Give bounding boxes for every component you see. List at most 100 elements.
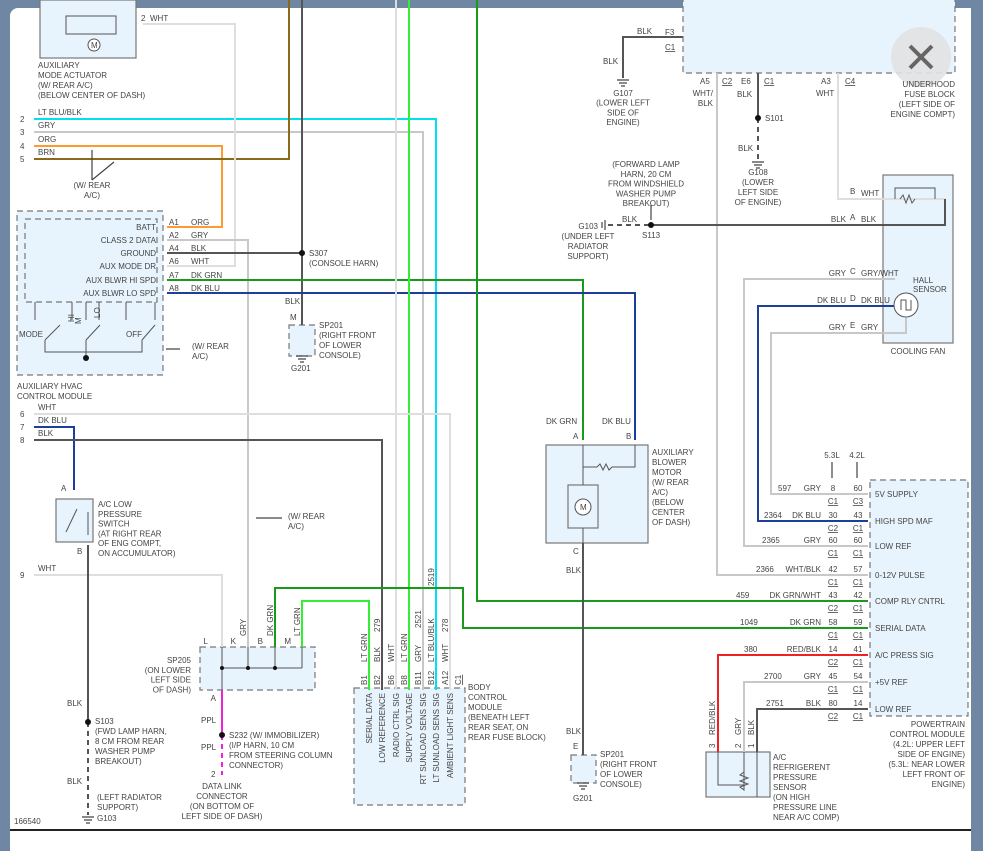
label-pcm-rows-5-wire: DK GRN (790, 618, 821, 627)
label-aux-hvac-terminals-0-label: BATT (136, 223, 156, 232)
label-left-harness-wires-3: BRN (38, 148, 55, 157)
label-s232-desc-3: CONNECTOR) (229, 761, 283, 770)
label-pcm-rows-0-conn-42: C3 (853, 497, 864, 506)
label-cooling-fan-hall-1: SENSOR (913, 285, 947, 294)
ground-icon (601, 220, 606, 230)
label-aux-blower-title-4: A/C) (652, 488, 668, 497)
label-ac-low-switch-title-3: (AT RIGHT REAR (98, 529, 162, 538)
label-bcm-circuits-4-circuit: 2521 (414, 610, 423, 628)
label-left-harness-pins-7: 9 (20, 571, 25, 580)
label-pcm-rows-1-label: HIGH SPD MAF (875, 517, 933, 526)
label-pcm-rows-3-pin-42: 57 (854, 565, 863, 574)
label-cooling-fan-pins-2-wire-out: GRY/WHT (861, 269, 899, 278)
label-cooling-fan-pins-1-wire-out: BLK (861, 215, 877, 224)
label-bcm-title-4: REAR SEAT, ON (468, 723, 529, 732)
label-underhood-a5-wire-0: WHT/ (693, 89, 714, 98)
label-aux-hvac-terminals-0-wire: ORG (191, 218, 209, 227)
label-aux-blower-title-1: BLOWER (652, 458, 687, 467)
label-ac-sensor-title-5: PRESSURE LINE (773, 803, 837, 812)
label-aux-hvac-switch-hi: HI (67, 314, 76, 322)
label-pcm-rows-4-conn-42: C1 (853, 604, 864, 613)
label-left-harness-wires-0: LT BLU/BLK (38, 108, 82, 117)
label-g108-3: OF ENGINE) (735, 198, 782, 207)
label-pcm-rows-6-circuit: 380 (744, 645, 758, 654)
label-underhood-title-2: (LEFT SIDE OF (899, 100, 955, 109)
label-left-harness-wires-4: WHT (38, 403, 56, 412)
label-sp205-pins-1: K (231, 637, 237, 646)
label-aux-hvac-title-0: AUXILIARY HVAC (17, 382, 83, 391)
label-aux-blower-pin-b: B (626, 432, 631, 441)
label-aux-mode-actuator-title-2: (W/ REAR A/C) (38, 81, 93, 90)
close-button[interactable] (891, 27, 951, 87)
label-pcm-rows-2-label: LOW REF (875, 542, 912, 551)
label-bcm-circuits-5-circuit: 2519 (427, 568, 436, 586)
label-ac-sensor-title-0: A/C (773, 753, 787, 762)
label-aux-hvac-switch-off: OFF (126, 330, 142, 339)
label-s103-ground-desc-1: SUPPORT) (97, 803, 139, 812)
label-pcm-rows-1-circuit: 2364 (764, 511, 782, 520)
label-aux-mode-actuator-motor: M (91, 41, 98, 50)
label-aux-blower-wire-c: BLK (566, 566, 582, 575)
label-aux-blower-title-6: CENTER (652, 508, 685, 517)
close-icon[interactable] (908, 44, 934, 70)
label-underhood-e6-wire: BLK (737, 90, 753, 99)
label-aux-hvac-terminals-4-wire: DK GRN (191, 271, 222, 280)
label-sp201-upper-title-3: CONSOLE) (319, 351, 361, 360)
label-aux-hvac-terminals-2-pin: A4 (169, 244, 179, 253)
label-left-harness-wires-2: ORG (38, 135, 56, 144)
label-sp205-wires-2: LT GRN (293, 607, 302, 636)
label-sp201-upper-ground: G201 (291, 364, 311, 373)
bcm-box (353, 687, 466, 806)
label-pcm-rows-8-conn-42: C1 (853, 712, 864, 721)
label-bcm-circuits-5-label: LT SUNLOAD SENS SIG (432, 693, 441, 783)
wire-wht-a3 (837, 73, 945, 200)
label-aux-hvac-terminals-2-label: GROUND (120, 249, 156, 258)
label-aux-hvac-terminals-3-wire: WHT (191, 257, 209, 266)
label-aux-blower-wire-a: DK GRN (546, 417, 577, 426)
ground-icon (752, 161, 764, 169)
label-sp205-title-2: LEFT SIDE (151, 676, 191, 685)
label-cooling-fan-pins-4-pin: E (850, 321, 855, 330)
label-pcm-rows-0-wire: GRY (804, 484, 822, 493)
label-aux-mode-actuator-title-1: MODE ACTUATOR (38, 71, 107, 80)
label-s101-id: S101 (765, 114, 784, 123)
label-pcm-rows-0-pin-53: 8 (831, 484, 836, 493)
label-pcm-rows-5-conn-42: C1 (853, 631, 864, 640)
label-bcm-circuits-1-label: LOW REFERENCE (378, 693, 387, 763)
label-aux-mode-actuator-title-0: AUXILIARY (38, 61, 80, 70)
label-s307-desc: (CONSOLE HARN) (309, 259, 379, 268)
label-pcm-title-3: SIDE OF ENGINE) (897, 750, 965, 759)
label-pcm-rows-5-pin-42: 59 (854, 618, 863, 627)
label-s103-desc-3: BREAKOUT) (95, 757, 142, 766)
label-aux-hvac-note-1: A/C) (192, 352, 208, 361)
label-s113-id: S113 (642, 231, 661, 240)
label-ac-sensor-pins-1: 2 (734, 743, 743, 748)
label-pcm-rows-7-pin-42: 54 (854, 672, 863, 681)
label-ac-low-switch-pin-a: A (61, 484, 67, 493)
label-bcm-circuits-4-pin: B11 (414, 671, 423, 685)
ground-icon (617, 79, 629, 87)
label-ac-sensor-pins-2: 1 (747, 743, 756, 748)
label-underhood-a5-wire-1: BLK (698, 99, 714, 108)
label-cooling-fan-pins-2-wire-in: GRY (829, 269, 847, 278)
label-pcm-rows-7-wire: GRY (804, 672, 822, 681)
label-bcm-circuits-3-wire: LT GRN (400, 633, 409, 662)
cooling-fan-box (882, 174, 954, 344)
label-underhood-title-0: UNDERHOOD (903, 80, 956, 89)
label-s113-desc-3: WASHER PUMP (616, 189, 676, 198)
label-pcm-rows-8-label: LOW REF (875, 705, 912, 714)
label-ac-low-switch-title-0: A/C LOW (98, 500, 132, 509)
label-bcm-circuits-6-wire: WHT (441, 644, 450, 662)
label-pcm-rows-5-conn-53: C1 (828, 631, 839, 640)
label-bcm-connector: C1 (454, 674, 463, 685)
label-cooling-fan-pins-3-pin: D (850, 294, 856, 303)
label-underhood-title-1: FUSE BLOCK (904, 90, 955, 99)
wire-blk-pin8 (34, 439, 383, 690)
label-sp205-pins-3: M (284, 637, 291, 646)
actuator-gear-block (65, 15, 117, 35)
label-sp201-lower-pin: E (573, 742, 578, 751)
label-pcm-title-2: (4.2L: UPPER LEFT (893, 740, 965, 749)
label-left-harness-wires-5: DK BLU (38, 416, 67, 425)
label-aux-blower-wire-b: DK BLU (602, 417, 631, 426)
label-underhood-a3-wire: WHT (816, 89, 834, 98)
